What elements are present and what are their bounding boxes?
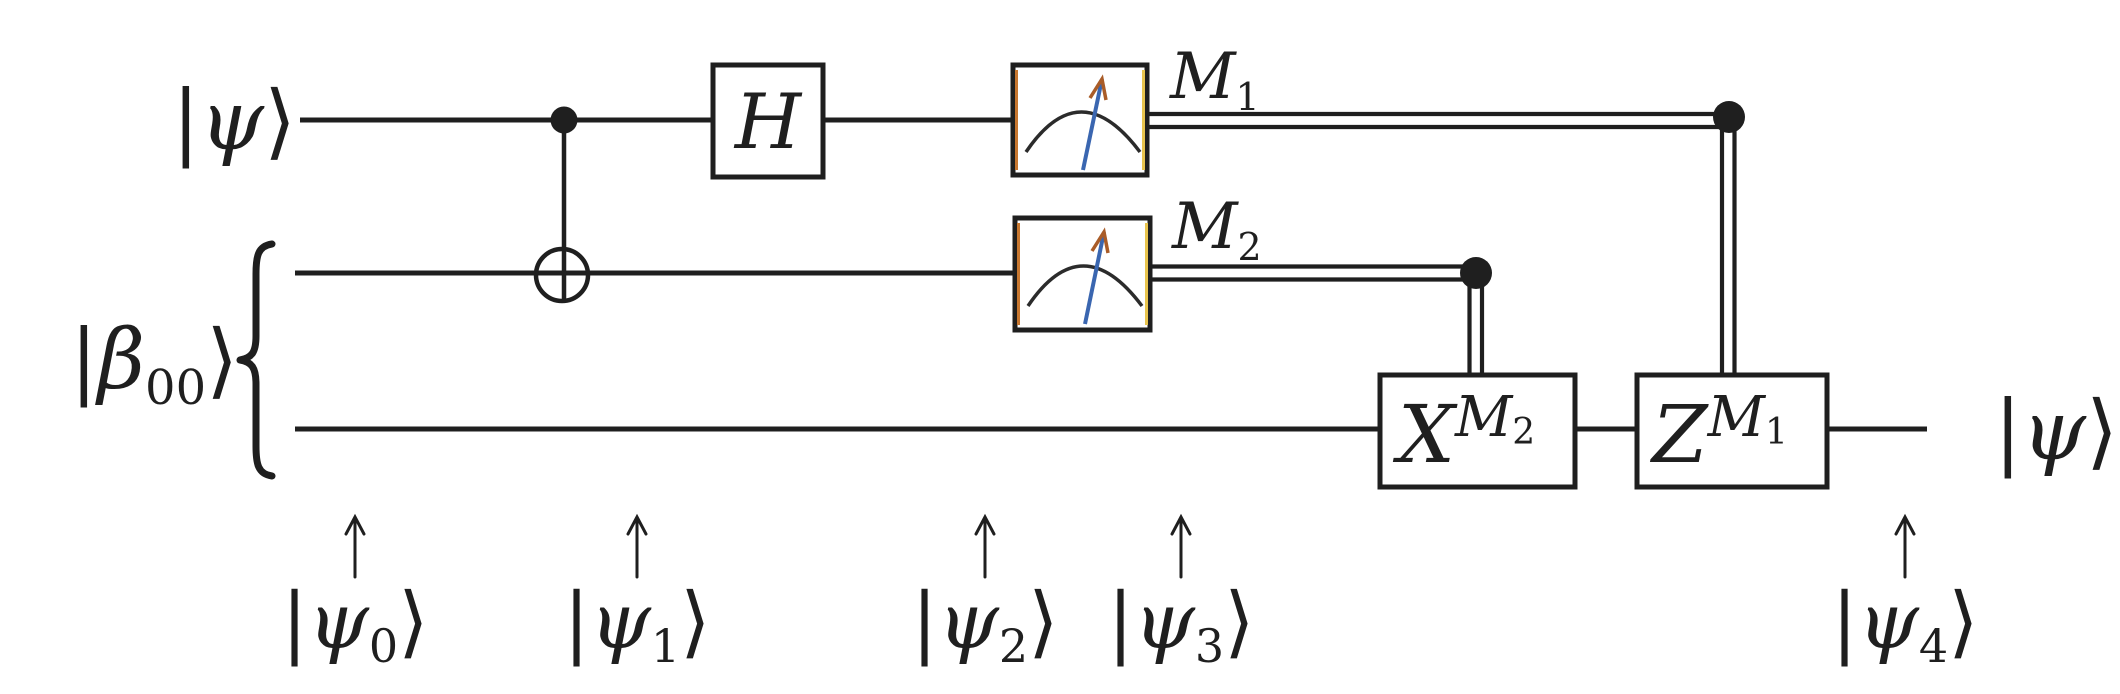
x-correction-gate-box <box>1377 372 1578 490</box>
hadamard-gate-box <box>710 62 826 180</box>
state-ket-psi4: |ψ4⟩ <box>1831 577 1978 673</box>
input-ket-beta00: |β00⟩ <box>70 313 238 416</box>
measurement-meter-1 <box>1010 62 1150 178</box>
z-correction-gate: ZM1 <box>1634 372 1830 490</box>
output-ket-psi: |ψ⟩ <box>1994 384 2118 479</box>
z-correction-gate-label: ZM1 <box>1649 385 1788 481</box>
meter-2-needle-arrowhead-icon <box>1090 227 1110 254</box>
input-ket-psi: |ψ⟩ <box>172 74 296 169</box>
classical-wire-m2-vertical <box>1467 273 1485 375</box>
z-correction-gate-box <box>1634 372 1830 490</box>
classical-wire-m2-horizontal <box>1150 264 1481 282</box>
measurement-meter-2 <box>1012 215 1153 333</box>
hadamard-gate-label: H <box>733 77 803 166</box>
state-arrow-4 <box>1894 513 1916 579</box>
meter-1-dial-arc-icon <box>1024 110 1142 154</box>
meter-2-box <box>1012 215 1153 333</box>
state-arrow-1 <box>626 513 648 579</box>
classical-control-dot-m1 <box>1713 101 1745 133</box>
state-ket-psi2: |ψ2⟩ <box>911 577 1058 673</box>
x-correction-gate: XM2 <box>1377 372 1578 490</box>
x-correction-gate-label: XM2 <box>1392 385 1535 481</box>
cnot-target-icon <box>533 246 591 304</box>
state-arrow-0 <box>344 513 366 579</box>
classical-control-dot-m2 <box>1460 257 1492 289</box>
state-ket-psi0: |ψ0⟩ <box>281 577 428 673</box>
state-arrow-2 <box>974 513 996 579</box>
state-arrow-3 <box>1170 513 1192 579</box>
classical-wire-m1-horizontal <box>1147 111 1734 130</box>
meter-1-needle-arrowhead-icon <box>1088 74 1108 101</box>
bell-pair-brace <box>236 240 276 480</box>
classical-wire-m1-vertical <box>1719 120 1737 375</box>
cnot-control-dot <box>550 106 578 134</box>
state-ket-psi3: |ψ3⟩ <box>1107 577 1254 673</box>
meter-2-needle-icon <box>1083 231 1106 325</box>
meter-1-needle-icon <box>1081 78 1104 171</box>
meter-1-box <box>1010 62 1150 178</box>
state-ket-psi1: |ψ1⟩ <box>563 577 710 673</box>
hadamard-gate: H <box>710 62 826 180</box>
measurement-label-m1: M1 <box>1169 40 1260 119</box>
meter-2-dial-arc-icon <box>1026 264 1144 308</box>
measurement-label-m2: M2 <box>1171 190 1262 269</box>
